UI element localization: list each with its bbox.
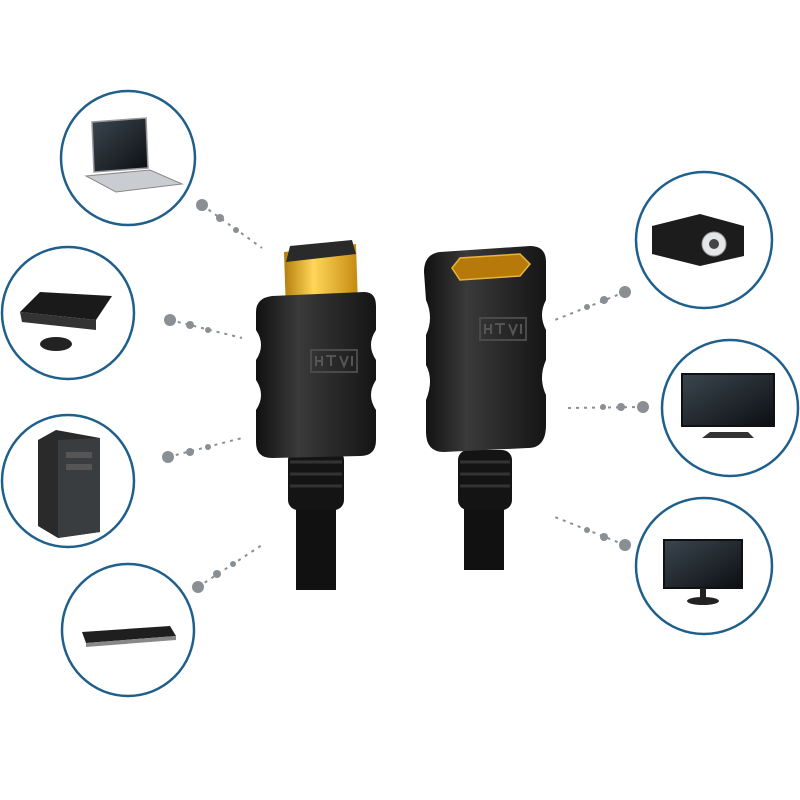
- device-circle-game-console: [0, 245, 136, 381]
- device-circle-monitor: [634, 496, 774, 636]
- device-circle-disc-player: [60, 562, 196, 698]
- device-circle-tv: [660, 338, 800, 478]
- device-circle-projector: [634, 170, 774, 310]
- hdmi-logo: [479, 317, 527, 341]
- hdmi-logo: [310, 349, 358, 373]
- device-circle-laptop: [59, 89, 197, 227]
- hdmi-female-connector: [424, 246, 546, 570]
- device-circle-desktop-tower: [0, 413, 136, 549]
- connection-dots: [162, 199, 649, 593]
- hdmi-male-connector: [256, 240, 376, 590]
